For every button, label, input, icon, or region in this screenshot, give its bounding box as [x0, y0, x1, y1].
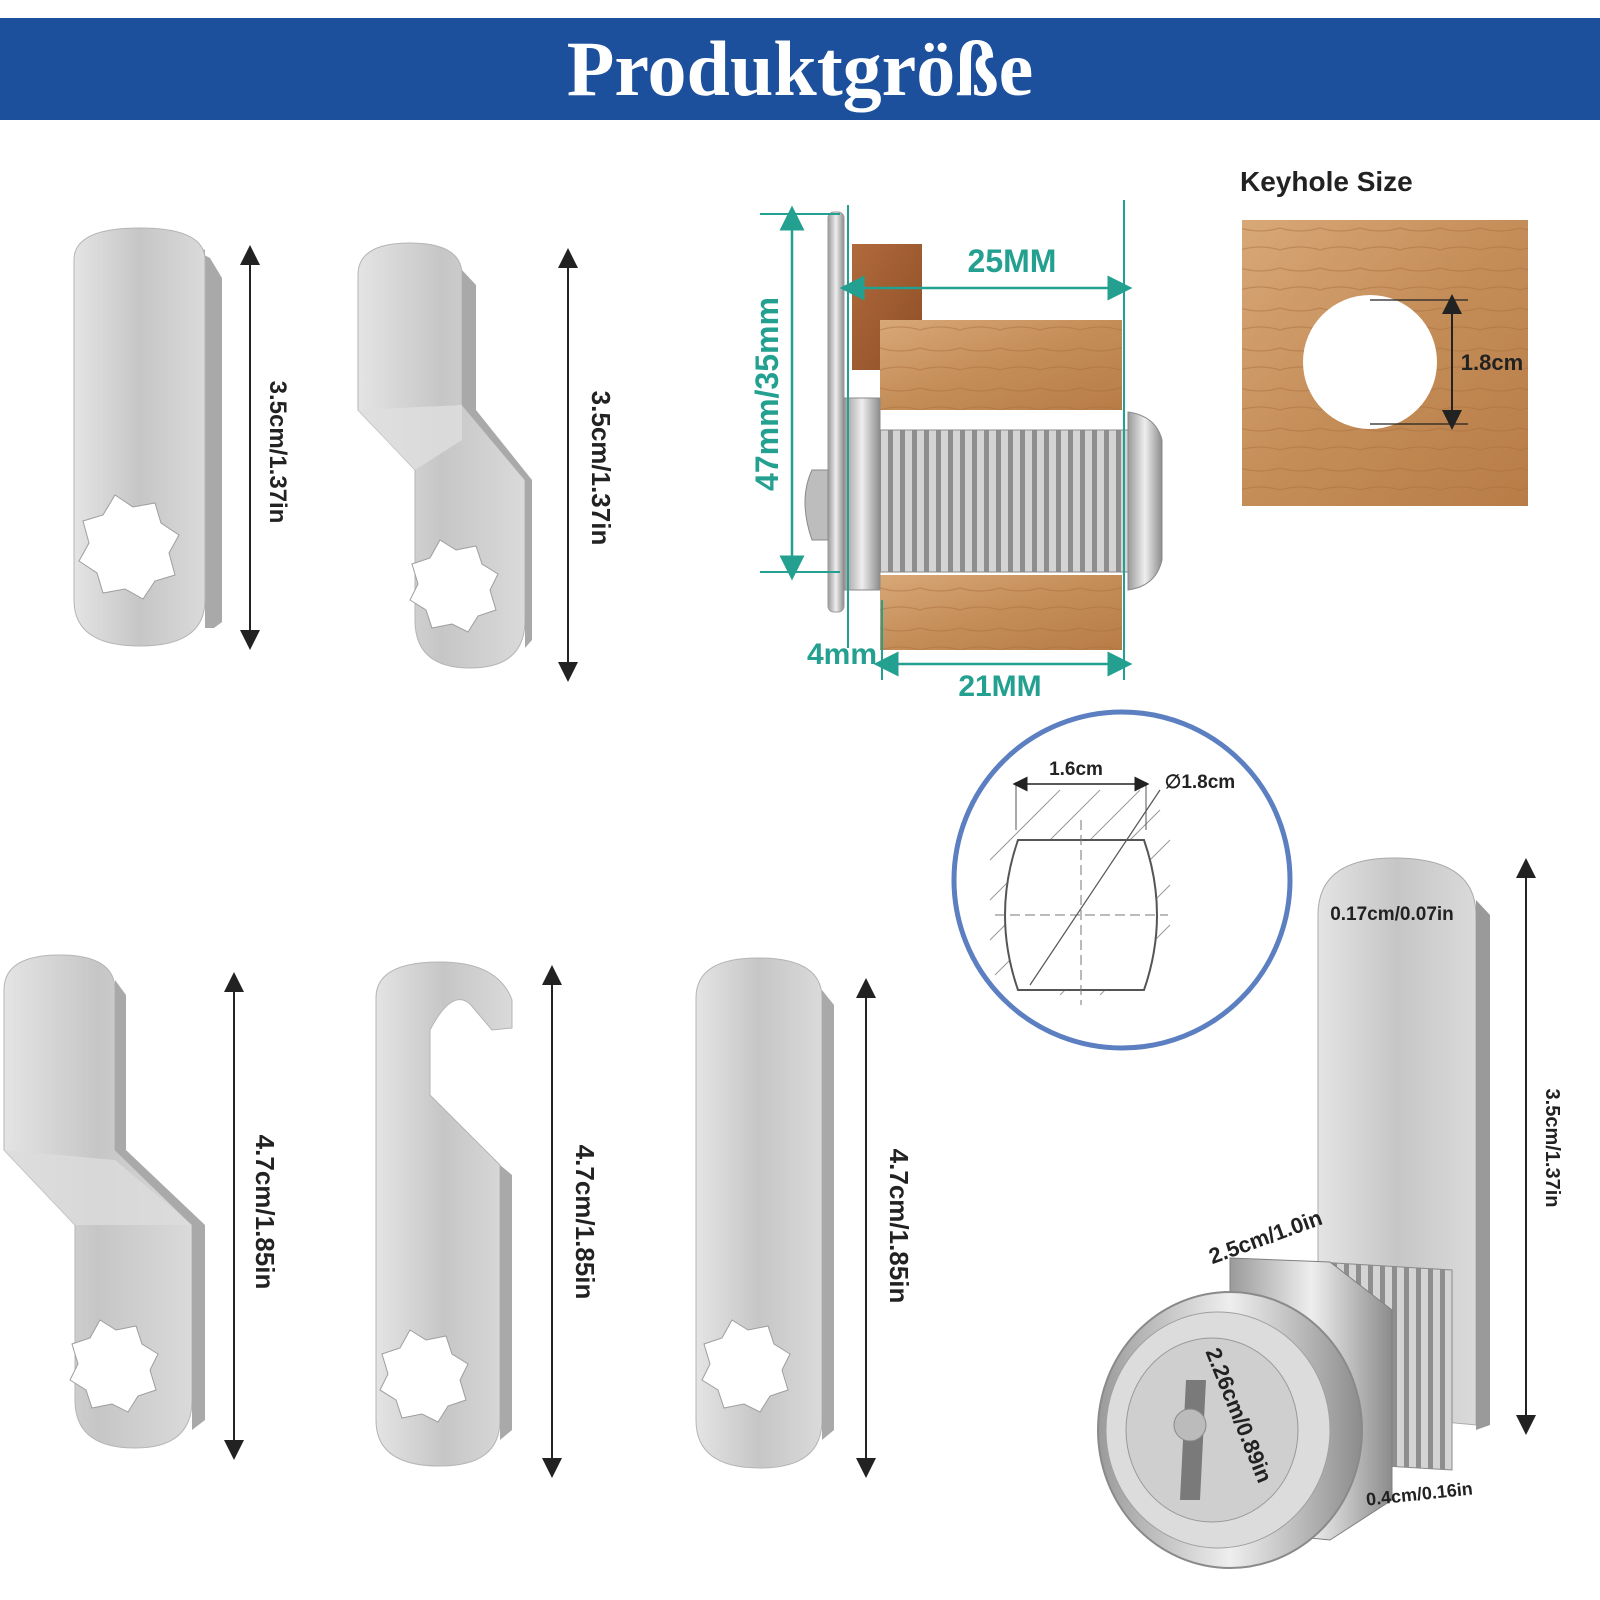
keyhole-profile-circle: [951, 709, 1293, 1051]
installation-diagram: [804, 211, 1163, 650]
cam-long-offset-length: 4.7cm/1.85in: [250, 1135, 280, 1290]
threaded-body: [879, 429, 1131, 573]
install-flange: 4mm: [807, 638, 877, 671]
keyhole-diameter: 1.8cm: [1461, 350, 1523, 375]
keyhole-title: Keyhole Size: [1240, 166, 1413, 197]
cam-short-flat: [73, 227, 222, 647]
profile-diameter: ∅1.8cm: [1165, 772, 1235, 793]
keyhole-wood-panel: [1242, 220, 1528, 506]
cam-lock-assembly: [1097, 857, 1490, 1569]
cam-long-flat: [695, 957, 834, 1469]
cam-short-offset: [357, 242, 532, 669]
lock-cam-length: 3.5cm/1.37in: [1541, 1089, 1563, 1208]
cam-long-offset: [3, 954, 205, 1449]
cam-long-flat-length: 4.7cm/1.85in: [884, 1149, 914, 1304]
lock-cam-thickness: 0.17cm/0.07in: [1330, 904, 1454, 925]
cam-long-hook-length: 4.7cm/1.85in: [570, 1145, 600, 1300]
cam-plate: [827, 211, 845, 613]
cam-short-flat-length: 3.5cm/1.37in: [264, 381, 291, 524]
hex-nut: [843, 397, 881, 591]
install-width-top: 25MM: [968, 243, 1057, 279]
install-height: 47mm/35mm: [749, 297, 785, 491]
keyhole-circle: [1303, 295, 1437, 429]
lock-head: [1127, 411, 1163, 591]
page-title: Produktgröße: [566, 25, 1034, 112]
title-banner: Produktgröße: [0, 18, 1600, 120]
cam-short-offset-length: 3.5cm/1.37in: [586, 391, 616, 546]
install-width-bottom: 21MM: [958, 670, 1041, 703]
profile-flat-width: 1.6cm: [1049, 759, 1103, 780]
cam-long-hook: [375, 961, 513, 1467]
